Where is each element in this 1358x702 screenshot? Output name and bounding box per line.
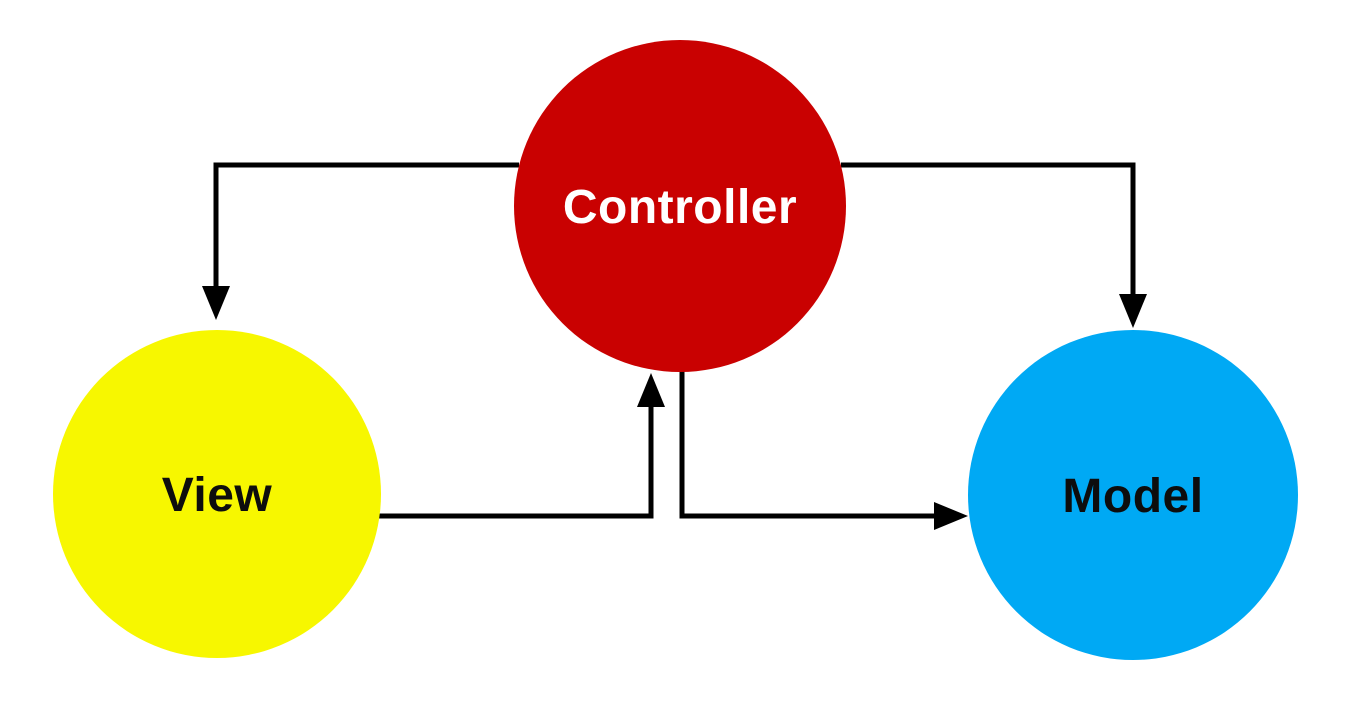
- view-label: View: [162, 469, 273, 522]
- node-model: Model: [968, 330, 1298, 660]
- arrowhead-up-icon: [637, 373, 665, 407]
- node-controller: Controller: [514, 40, 846, 372]
- controller-circle: [514, 40, 846, 372]
- controller-label: Controller: [563, 181, 797, 234]
- edge-controller-to-model-top-line: [841, 162, 1136, 296]
- arrowhead-down-icon: [1119, 294, 1147, 328]
- edge-controller-to-view: [202, 162, 519, 320]
- edge-controller-to-model-bottom-line: [679, 370, 936, 519]
- view-circle: [53, 330, 381, 658]
- edge-view-to-controller-line: [379, 406, 654, 519]
- arrowhead-right-icon: [934, 502, 968, 530]
- node-view: View: [53, 330, 381, 658]
- model-circle: [968, 330, 1298, 660]
- edge-controller-to-model-top: [841, 162, 1147, 328]
- edge-controller-to-model-bottom: [679, 370, 968, 530]
- edge-controller-to-view-line: [213, 162, 519, 290]
- edge-view-to-controller: [379, 373, 665, 519]
- model-label: Model: [1062, 470, 1203, 523]
- arrowhead-down-icon: [202, 286, 230, 320]
